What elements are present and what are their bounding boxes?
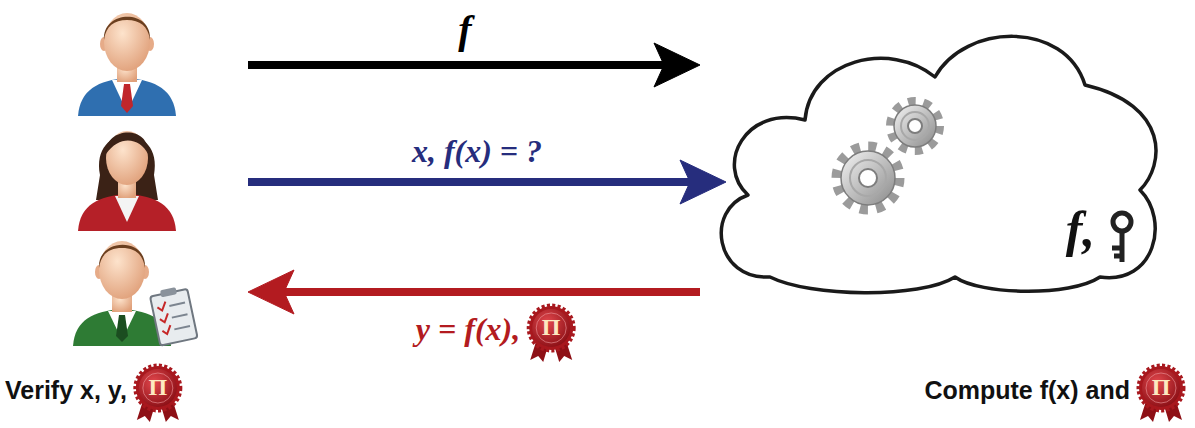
seal-label-holder: Π bbox=[542, 315, 561, 339]
illustration-part bbox=[139, 369, 177, 407]
illustration-part bbox=[78, 78, 176, 116]
verify-caption-holder: Verify x, y, bbox=[5, 376, 127, 404]
edge-label-holder: y = f(x), bbox=[416, 312, 520, 348]
arrow-connector bbox=[248, 270, 700, 314]
edge-label-holder: x, f(x) = ? bbox=[412, 134, 542, 170]
seal-icon bbox=[529, 306, 573, 362]
seal-label: Π bbox=[149, 375, 168, 399]
illustration-part bbox=[150, 289, 198, 346]
illustration-part bbox=[106, 133, 148, 154]
illustration-part bbox=[536, 313, 566, 343]
edge-label-holder: f bbox=[458, 8, 471, 53]
cloud-shape bbox=[721, 36, 1156, 292]
illustration-part bbox=[169, 303, 190, 330]
illustration-part bbox=[529, 306, 573, 350]
compute-caption: Compute f(x) and bbox=[924, 376, 1130, 404]
arrow-shaft bbox=[248, 61, 666, 69]
seal-label-holder: Π bbox=[1152, 375, 1171, 399]
illustration-part bbox=[115, 196, 139, 222]
person-node: Verify x, y, bbox=[70, 232, 242, 347]
seal-label-holder: Π bbox=[149, 375, 168, 399]
person-node bbox=[70, 5, 242, 117]
illustration-part bbox=[159, 313, 169, 323]
illustration-part bbox=[78, 194, 176, 231]
illustration-part bbox=[1142, 369, 1180, 407]
arrow-head bbox=[680, 160, 726, 204]
compute-caption-holder: Compute f(x) and bbox=[924, 376, 1130, 404]
arrow-head bbox=[248, 270, 294, 314]
arrow-connector bbox=[248, 43, 700, 87]
seal-icon bbox=[1139, 366, 1183, 422]
cloud-outline bbox=[700, 15, 1160, 305]
illustration-part bbox=[121, 84, 133, 113]
function-label-holder: f, bbox=[1066, 201, 1095, 257]
person-icon bbox=[73, 241, 198, 346]
person-node bbox=[70, 120, 242, 232]
illustration-part bbox=[99, 245, 145, 268]
illustration-part bbox=[143, 373, 173, 403]
illustration-part bbox=[157, 302, 167, 312]
illustration-part bbox=[891, 102, 939, 150]
illustration-part bbox=[908, 119, 922, 133]
arrow-head bbox=[654, 43, 700, 87]
illustration-part bbox=[1113, 213, 1131, 231]
illustration-part bbox=[841, 151, 895, 205]
edge-label: f bbox=[458, 8, 471, 53]
illustration-part bbox=[104, 13, 150, 71]
illustration-part bbox=[532, 309, 570, 347]
function-label: f, bbox=[1066, 201, 1095, 257]
cloud-node: f,Compute f(x) and bbox=[700, 15, 1160, 305]
seal-icon bbox=[136, 366, 180, 422]
arrow-shaft bbox=[282, 288, 700, 296]
illustration-part bbox=[901, 112, 929, 140]
illustration-part bbox=[850, 160, 886, 196]
illustration-part bbox=[116, 315, 128, 342]
illustration-part bbox=[112, 80, 142, 112]
illustration-part bbox=[104, 17, 150, 40]
edge-label: y = f(x), bbox=[416, 312, 520, 348]
gear-icon bbox=[837, 147, 899, 209]
seal-label: Π bbox=[542, 315, 561, 339]
person-icon bbox=[78, 131, 176, 231]
clipboard-icon bbox=[149, 285, 197, 346]
illustration-part bbox=[106, 131, 148, 185]
gear-icon bbox=[891, 102, 939, 150]
illustration-part bbox=[136, 366, 180, 410]
illustration-part bbox=[1146, 373, 1176, 403]
illustration-part bbox=[160, 287, 177, 297]
person-icon bbox=[78, 13, 176, 116]
illustration-part bbox=[1112, 231, 1122, 262]
arrow-shaft bbox=[248, 178, 692, 186]
seal-label: Π bbox=[1152, 375, 1171, 399]
key-icon bbox=[1112, 213, 1131, 262]
illustration-part bbox=[837, 147, 899, 209]
illustration-part bbox=[99, 241, 145, 299]
illustration-part bbox=[894, 105, 936, 147]
edge-label: x, f(x) = ? bbox=[412, 134, 542, 170]
illustration-part bbox=[162, 325, 172, 335]
illustration-part bbox=[859, 169, 877, 187]
verify-caption: Verify x, y, bbox=[5, 376, 127, 404]
illustration-part bbox=[1139, 366, 1183, 410]
